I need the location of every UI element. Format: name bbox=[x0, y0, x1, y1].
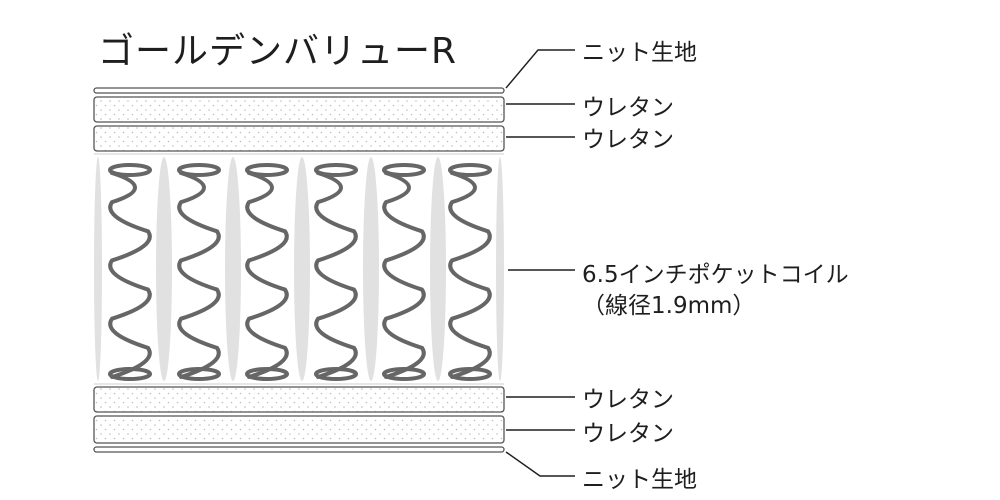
leader-line-top-fabric bbox=[505, 49, 575, 89]
pocket-divider bbox=[294, 157, 310, 381]
pocket-coil-spring bbox=[108, 163, 152, 381]
label-top-urethane-1: ウレタン bbox=[582, 95, 674, 121]
pocket-divider bbox=[430, 157, 446, 381]
label-coil: 6.5インチポケットコイル bbox=[582, 262, 849, 288]
leader-line-bottom-fabric bbox=[505, 451, 575, 477]
bottom-fabric-layer bbox=[93, 446, 505, 453]
pocket-coil-spring bbox=[177, 163, 221, 381]
top-urethane-layer-2 bbox=[93, 125, 505, 152]
pocket-divider bbox=[94, 157, 102, 381]
bottom-urethane-layer-1 bbox=[93, 386, 505, 413]
top-fabric-layer bbox=[93, 87, 505, 94]
diagram-title: ゴールデンバリューR bbox=[98, 31, 458, 72]
bottom-urethane-layer-2 bbox=[93, 415, 505, 444]
pocket-coil-layer bbox=[94, 153, 504, 385]
pocket-divider bbox=[225, 157, 241, 381]
top-urethane-layer-1 bbox=[93, 96, 505, 123]
label-top-urethane-2: ウレタン bbox=[582, 127, 674, 153]
pocket-coil-spring bbox=[245, 163, 289, 381]
label-bottom-urethane-2: ウレタン bbox=[582, 421, 674, 447]
pocket-coil-spring bbox=[448, 163, 492, 381]
label-bottom-urethane-1: ウレタン bbox=[582, 387, 674, 413]
pocket-coil-spring bbox=[314, 163, 358, 381]
label-coil-wire-diameter: （線径1.9mm） bbox=[582, 293, 756, 319]
pocket-divider bbox=[363, 157, 379, 381]
pocket-divider bbox=[496, 157, 504, 381]
pocket-divider bbox=[156, 157, 172, 381]
label-top-fabric: ニット生地 bbox=[582, 40, 697, 66]
pocket-coil-spring bbox=[382, 163, 426, 381]
label-bottom-fabric: ニット生地 bbox=[582, 467, 697, 493]
